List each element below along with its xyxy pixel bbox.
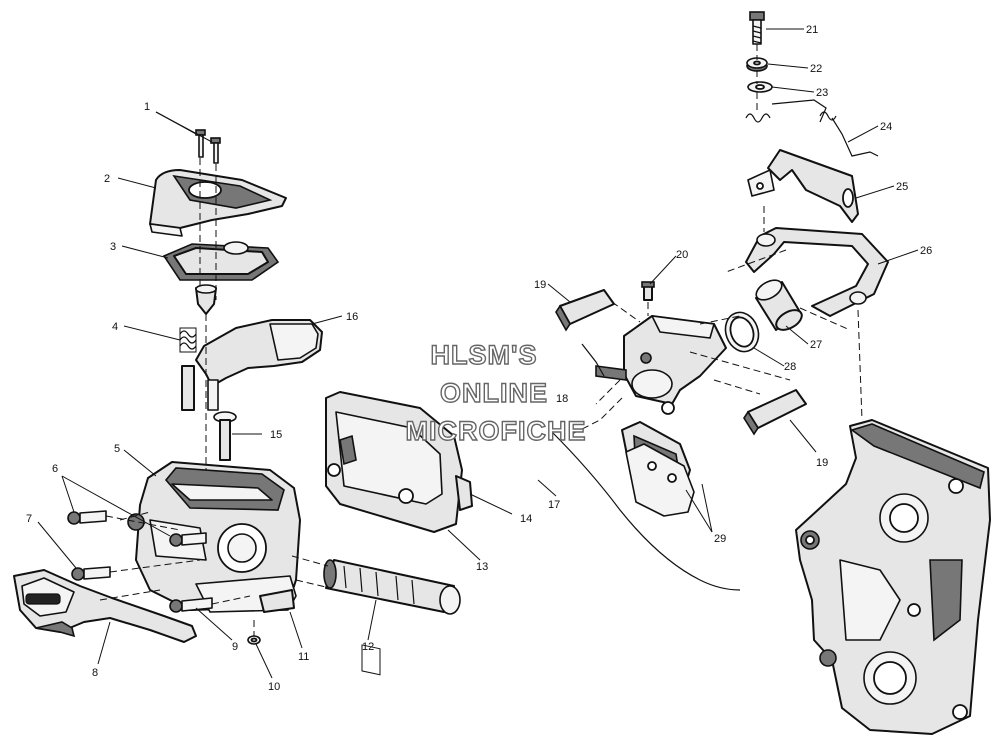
callout-27: 27 (810, 339, 822, 351)
part-15-pin (213, 411, 237, 461)
callout-19-upper: 19 (534, 279, 546, 291)
part-24-spring-clip (745, 99, 879, 157)
part-28-seal-ring (724, 311, 760, 353)
assembly-lines-center (595, 301, 851, 405)
callout-29: 29 (714, 533, 726, 545)
part-23-washer (747, 81, 773, 93)
part-26-yoke (745, 227, 889, 317)
part-12-shaft (323, 559, 461, 676)
callout-18: 18 (556, 393, 568, 405)
callout-10: 10 (268, 681, 280, 693)
part-3-gasket (162, 241, 280, 281)
callout-7: 7 (26, 513, 32, 525)
drive-case (795, 419, 991, 735)
part-8-brake-lever (13, 569, 197, 643)
watermark-line-3: MICROFICHE (406, 416, 587, 446)
callout-6: 6 (52, 463, 58, 475)
callout-20: 20 (676, 249, 688, 261)
part-16-throttle-lever (181, 319, 323, 411)
callouts: 1 2 3 4 5 6 7 8 9 10 11 12 13 14 15 16 1… (26, 24, 932, 693)
callout-23: 23 (816, 87, 828, 99)
callout-4: 4 (112, 321, 118, 333)
part-1-screws (195, 129, 221, 164)
part-6-screw-a (67, 510, 107, 525)
part-29-brake-pads (621, 421, 695, 517)
callout-1: 1 (144, 101, 150, 113)
callout-26: 26 (920, 245, 932, 257)
plunger (195, 284, 217, 315)
watermark-line-2: ONLINE (440, 378, 548, 408)
watermark-line-1: HLSM'S (431, 340, 538, 370)
callout-12: 12 (362, 641, 374, 653)
part-2-top-cover (149, 169, 287, 237)
callout-8: 8 (92, 667, 98, 679)
part-18-caliper (581, 315, 727, 415)
part-20-bleeder (641, 281, 655, 301)
leader-lines (37, 28, 919, 679)
part-19-upper-shim (555, 289, 615, 332)
callout-11: 11 (298, 651, 309, 663)
part-7-screw (71, 566, 111, 581)
part-9-screw (169, 597, 213, 613)
part-5-housing (127, 461, 301, 611)
part-19-lower-shim (743, 389, 807, 436)
part-11-lower-housing (195, 575, 297, 613)
callout-13: 13 (476, 561, 488, 573)
callout-22: 22 (810, 63, 822, 75)
callout-15: 15 (270, 429, 282, 441)
callout-16: 16 (346, 311, 358, 323)
part-6-screw-b (169, 532, 207, 547)
assembly-lines-left (99, 158, 331, 636)
callout-19-lower: 19 (816, 457, 828, 469)
part-14-tab (455, 475, 473, 511)
callout-5: 5 (114, 443, 120, 455)
assembly-lines-right (725, 44, 863, 421)
callout-9: 9 (232, 641, 238, 653)
callout-28: 28 (784, 361, 796, 373)
callout-24: 24 (880, 121, 892, 133)
part-17-hose (551, 397, 741, 591)
part-10-washer (247, 635, 261, 645)
callout-3: 3 (110, 241, 116, 253)
callout-14: 14 (520, 513, 532, 525)
part-25-bracket (747, 149, 859, 223)
part-27-piston (755, 279, 803, 331)
callout-17: 17 (548, 499, 560, 511)
callout-25: 25 (896, 181, 908, 193)
part-4-spring (179, 327, 197, 353)
part-13-cover (325, 391, 463, 533)
part-21-bolt (749, 11, 765, 45)
watermark: HLSM'S ONLINE MICROFICHE (405, 339, 587, 446)
callout-2: 2 (104, 173, 110, 185)
callout-21: 21 (806, 24, 818, 36)
